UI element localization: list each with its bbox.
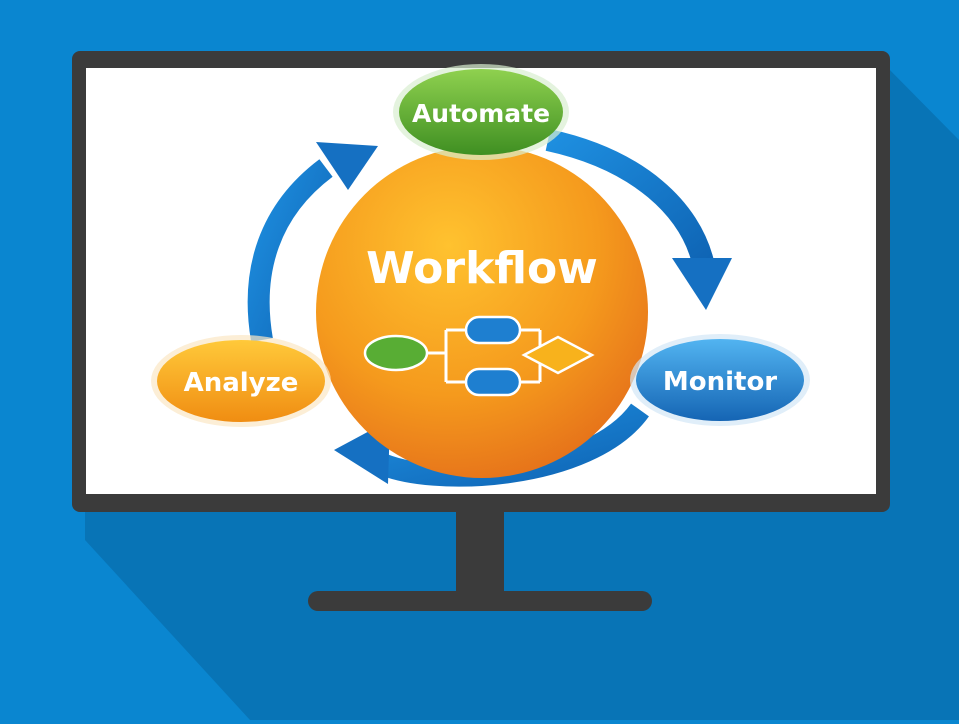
monitor-neck: [456, 500, 504, 600]
cycle-arrow-icon: [672, 258, 732, 310]
flow-process-node-top: [464, 315, 522, 345]
monitor-base: [308, 591, 652, 611]
flow-process-node-bottom: [464, 367, 522, 397]
flowchart-icon: [363, 315, 595, 397]
automate-label: Automate: [412, 99, 550, 128]
workflow-title: Workflow: [366, 243, 598, 294]
flow-start-node: [363, 334, 429, 372]
analyze-node: [157, 340, 325, 422]
monitor-label: Monitor: [663, 367, 777, 397]
automate-node: [399, 69, 563, 155]
workflow-center-circle: [316, 146, 648, 478]
cycle-arrow-icon: [316, 142, 378, 190]
analyze-label: Analyze: [184, 368, 299, 398]
flow-decision-node: [521, 335, 595, 375]
monitor-node: [636, 339, 804, 421]
arrow-analyze-to-automate: [247, 159, 333, 342]
arrow-automate-to-monitor: [545, 129, 714, 265]
